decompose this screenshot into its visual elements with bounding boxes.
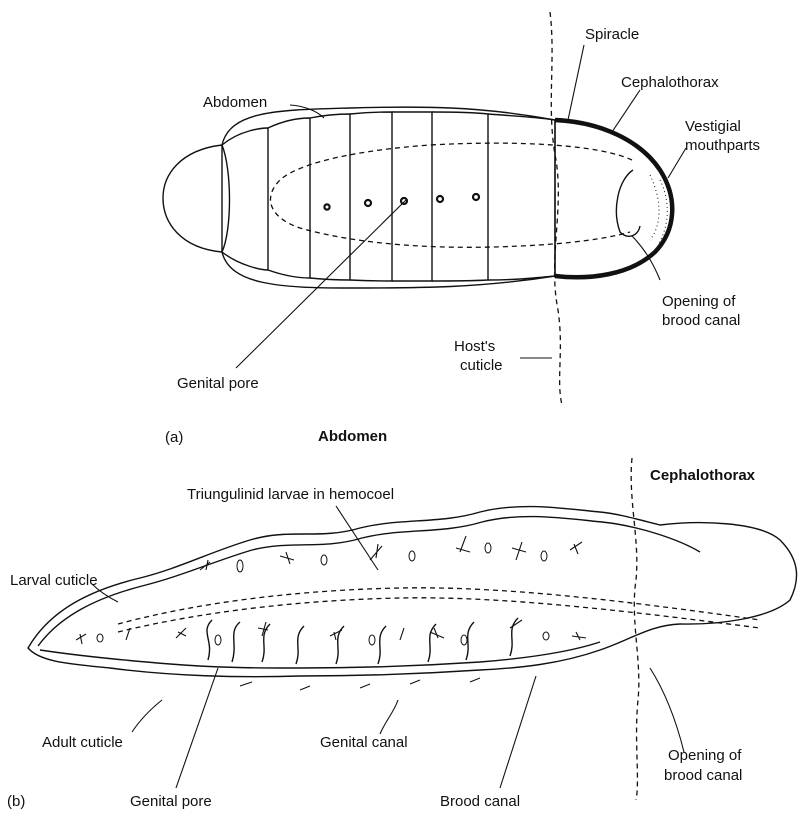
label-genital-pore-a: Genital pore <box>177 375 259 392</box>
label-opening-a-2: brood canal <box>662 312 740 329</box>
label-opening-b-1: Opening of <box>668 747 742 764</box>
brood-canal-dashed-lower <box>118 598 760 632</box>
adult-cuticle-lower <box>40 642 600 668</box>
leader-vestigial <box>668 148 686 178</box>
leader-spiracle <box>568 45 584 120</box>
leader-genital-pore-a <box>236 200 406 368</box>
figure-a: Spiracle Cephalothorax Vestigial mouthpa… <box>163 12 760 446</box>
label-hosts-1: Host's <box>454 338 495 355</box>
abdomen-outer <box>222 107 555 288</box>
segment-3 <box>310 114 350 280</box>
label-hosts-2: cuticle <box>460 357 503 374</box>
panel-label-b: (b) <box>7 793 25 810</box>
label-vestigial-2: mouthparts <box>685 137 760 154</box>
leader-genital-pore-b <box>176 668 218 788</box>
leader-opening-b <box>650 668 684 752</box>
label-opening-a-1: Opening of <box>662 293 736 310</box>
label-abdomen-a: Abdomen <box>203 94 267 111</box>
triungulinid-larvae <box>76 536 586 690</box>
label-adult-cuticle: Adult cuticle <box>42 734 123 751</box>
cephalothorax-shape <box>555 120 672 277</box>
female-body-a <box>163 107 672 288</box>
label-cephalothorax: Cephalothorax <box>621 74 719 91</box>
heading-abdomen: Abdomen <box>318 428 387 445</box>
leader-genital-canal <box>380 700 398 734</box>
segment-4 <box>350 112 392 281</box>
segment-1 <box>222 128 268 270</box>
panel-label-a: (a) <box>165 429 183 446</box>
label-genital-canal: Genital canal <box>320 734 408 751</box>
figure-b: Abdomen Cephalothorax <box>7 428 797 810</box>
segment-5 <box>392 112 432 281</box>
leader-cephalothorax <box>612 90 640 132</box>
label-opening-b-2: brood canal <box>664 767 742 784</box>
heading-cephalothorax: Cephalothorax <box>650 467 756 484</box>
genital-pores-a <box>324 194 479 210</box>
label-spiracle: Spiracle <box>585 26 639 43</box>
host-cuticle-line-a <box>550 12 562 405</box>
label-larval-cuticle: Larval cuticle <box>10 572 98 589</box>
leader-triungulinid <box>336 506 378 570</box>
abdomen-tip <box>163 145 222 252</box>
host-cuticle-line-b <box>631 458 639 800</box>
leader-adult-cuticle <box>132 700 162 732</box>
label-vestigial-1: Vestigial <box>685 118 741 135</box>
brood-canal-dashed-a <box>270 143 632 247</box>
genital-canals <box>207 618 518 664</box>
leader-brood-canal <box>500 676 536 788</box>
segment-7 <box>488 114 555 280</box>
brood-canal-dashed-upper <box>118 588 760 624</box>
label-triungulinid: Triungulinid larvae in hemocoel <box>187 486 394 503</box>
adult-body-outline <box>38 517 700 646</box>
label-genital-pore-b: Genital pore <box>130 793 212 810</box>
segment-2 <box>268 118 310 278</box>
label-brood-canal: Brood canal <box>440 793 520 810</box>
eggs-or-cells <box>97 543 549 645</box>
brood-canal-opening-a <box>616 170 640 236</box>
